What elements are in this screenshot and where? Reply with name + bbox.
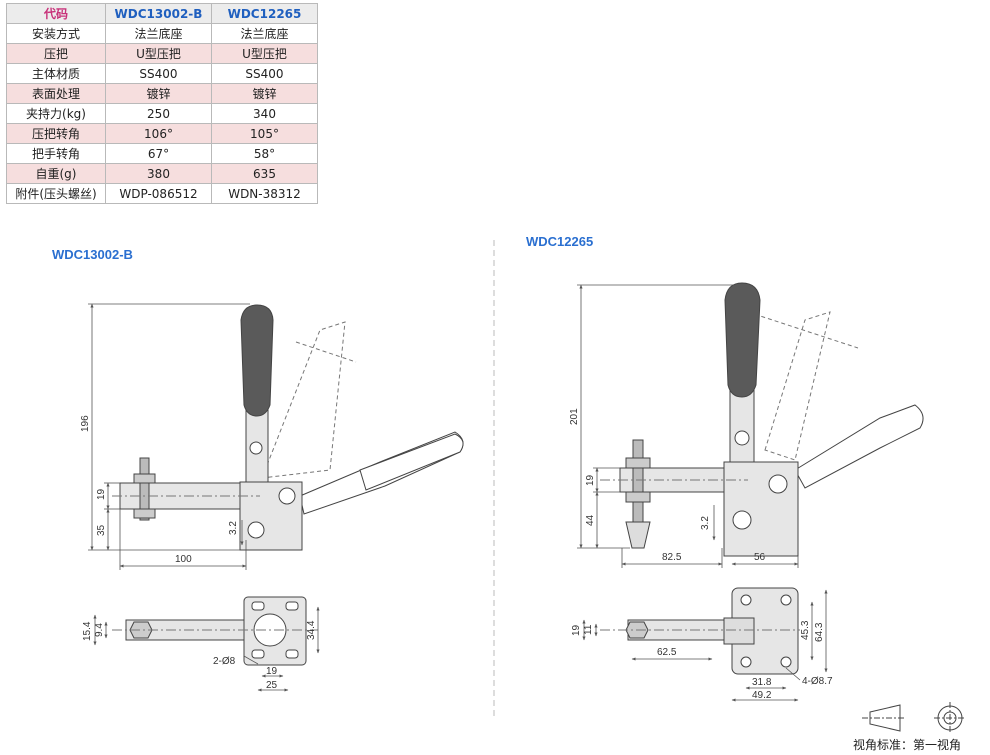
dim-right-82-5: 82.5 — [662, 552, 682, 563]
right-side-view — [619, 282, 924, 557]
right-horizontal-handle — [794, 404, 924, 489]
table-header-row: 代码 WDC13002-B WDC12265 — [6, 3, 318, 24]
right-drawing-title: WDC12265 — [526, 234, 594, 249]
right-top-hub — [723, 617, 755, 645]
row-label: 主体材质 — [6, 63, 106, 84]
dim-right-19b: 19 — [571, 624, 582, 636]
dim-right-44: 44 — [585, 514, 596, 526]
row-value: SS400 — [105, 63, 212, 84]
left-grip-outline — [359, 433, 464, 491]
header-model-1: WDC13002-B — [105, 3, 212, 24]
row-label: 压把转角 — [6, 123, 106, 144]
right-top-view — [625, 587, 799, 675]
left-pivot-arm — [249, 441, 263, 455]
left-dimensions — [88, 303, 250, 570]
left-side-view — [119, 304, 464, 551]
row-value: 106° — [105, 123, 212, 144]
dim-right-11: 11 — [583, 624, 594, 635]
dim-left-15-4: 15.4 — [82, 621, 93, 641]
right-spindle-bolt — [632, 439, 644, 523]
dim-right-holes: 4-Ø8.7 — [802, 676, 833, 687]
row-value: U型压把 — [105, 43, 212, 64]
table-row: 附件(压头螺丝) WDP-086512 WDN-38312 — [6, 183, 318, 204]
first-angle-projection-symbol — [862, 702, 966, 734]
dim-left-19b: 19 — [266, 666, 278, 677]
left-drawing-title: WDC13002-B — [52, 247, 133, 262]
table-row: 压把 U型压把 U型压把 — [6, 43, 318, 64]
right-hole-1 — [740, 594, 752, 606]
row-value: 法兰底座 — [211, 23, 318, 44]
right-open-handle — [747, 311, 859, 461]
dim-right-62-5: 62.5 — [657, 647, 677, 658]
dim-left-34-4: 34.4 — [306, 620, 317, 640]
header-model-2: WDC12265 — [211, 3, 318, 24]
row-label: 表面处理 — [6, 83, 106, 104]
dim-right-45-3: 45.3 — [800, 620, 811, 640]
left-pivot-top — [278, 487, 296, 505]
dim-right-56: 56 — [754, 552, 766, 563]
left-top-dims — [93, 606, 320, 692]
row-label: 安装方式 — [6, 23, 106, 44]
dim-left-9-4: 9.4 — [94, 623, 105, 637]
dim-left-25: 25 — [266, 680, 278, 691]
projection-standard-label: 视角标准：第一视角 — [853, 738, 962, 752]
left-slot-3 — [251, 649, 265, 659]
row-label: 附件(压头螺丝) — [6, 183, 106, 204]
table-row: 压把转角 106° 105° — [6, 123, 318, 144]
dim-left-holes: 2-Ø8 — [213, 656, 236, 667]
right-pivot-top — [768, 474, 788, 494]
left-spindle-bolt — [139, 457, 150, 521]
right-nut-bottom — [625, 491, 651, 503]
right-hole-4 — [780, 656, 792, 668]
right-base-body — [723, 461, 799, 557]
left-pivot-bottom — [247, 521, 265, 539]
header-code: 代码 — [6, 3, 106, 24]
dim-right-64-3: 64.3 — [814, 622, 825, 642]
right-hole-2 — [780, 594, 792, 606]
left-open-handle — [261, 321, 357, 479]
dim-left-3-2: 3.2 — [228, 521, 239, 535]
right-handle-grip — [724, 282, 761, 398]
right-spindle-tip — [625, 521, 651, 549]
row-value: U型压把 — [211, 43, 318, 64]
right-pivot-bottom — [732, 510, 752, 530]
dim-right-201: 201 — [569, 408, 580, 425]
row-value: SS400 — [211, 63, 318, 84]
row-value: 镀锌 — [211, 83, 318, 104]
dim-left-196: 196 — [80, 415, 91, 432]
dim-left-35: 35 — [96, 524, 107, 536]
row-label: 把手转角 — [6, 143, 106, 164]
dim-left-19: 19 — [96, 488, 107, 500]
spec-table: 代码 WDC13002-B WDC12265 安装方式 法兰底座 法兰底座 压把… — [6, 3, 318, 204]
dim-right-19: 19 — [585, 474, 596, 486]
left-slot-2 — [285, 601, 299, 611]
table-row: 夹持力(kg) 250 340 — [6, 103, 318, 124]
table-row: 主体材质 SS400 SS400 — [6, 63, 318, 84]
right-top-dims — [582, 589, 828, 702]
right-dimensions — [577, 284, 799, 568]
table-row: 表面处理 镀锌 镀锌 — [6, 83, 318, 104]
row-value: WDN-38312 — [211, 183, 318, 204]
left-slot-4 — [285, 649, 299, 659]
right-nut-top — [625, 457, 651, 469]
row-label: 压把 — [6, 43, 106, 64]
dim-right-31-8: 31.8 — [752, 677, 772, 688]
dim-right-3-2: 3.2 — [700, 516, 711, 530]
left-slot-1 — [251, 601, 265, 611]
left-nut-top — [133, 473, 156, 484]
left-handle-grip — [240, 304, 274, 417]
row-value: WDP-086512 — [105, 183, 212, 204]
left-top-view — [125, 596, 307, 666]
dim-left-100: 100 — [175, 554, 192, 565]
right-pivot-arm — [734, 430, 750, 446]
right-hole-3 — [740, 656, 752, 668]
left-nut-bottom — [133, 508, 156, 519]
dim-right-49-2: 49.2 — [752, 690, 772, 701]
row-value: 105° — [211, 123, 318, 144]
